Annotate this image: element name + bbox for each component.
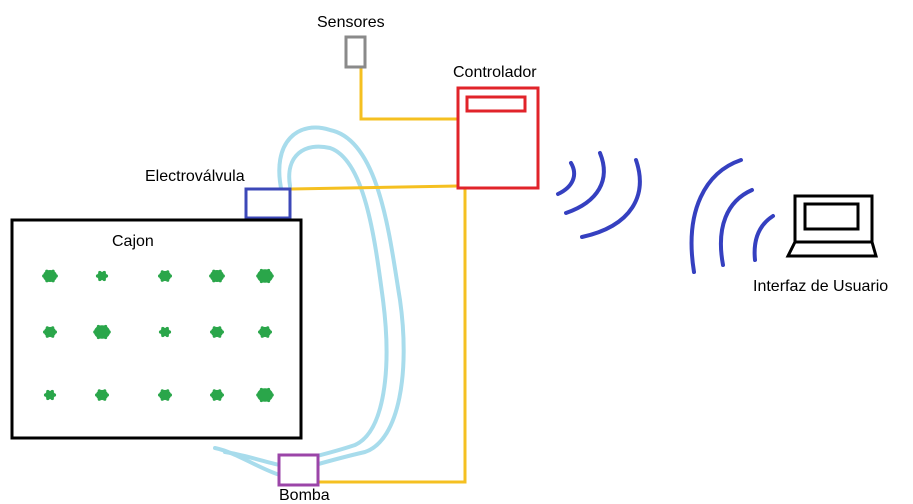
pump-icon xyxy=(277,453,320,487)
plant-icon xyxy=(158,389,172,401)
pump-label: Bomba xyxy=(279,487,330,504)
plant-icon xyxy=(42,269,58,283)
plant-icon xyxy=(209,269,225,283)
wave-left-1 xyxy=(556,161,577,196)
plant-icon xyxy=(210,326,224,338)
plant-icon xyxy=(256,268,274,284)
plant-icon xyxy=(258,326,272,338)
laptop-icon xyxy=(785,194,878,258)
sensors-label: Sensores xyxy=(317,14,385,31)
plant-icon xyxy=(95,389,109,401)
laptop-base xyxy=(785,240,878,258)
plants-grid xyxy=(42,268,274,403)
box-label: Cajon xyxy=(112,233,154,250)
wave-right-2 xyxy=(718,188,754,267)
controller-icon xyxy=(456,86,540,190)
pump-wire xyxy=(318,188,467,484)
plant-icon xyxy=(210,389,224,401)
wave-left-3 xyxy=(580,158,642,239)
plant-icon xyxy=(43,326,58,338)
valve-label: Electroválvula xyxy=(145,168,245,185)
wave-right-3 xyxy=(752,214,775,262)
wave-right-1 xyxy=(689,158,743,274)
sensor-wire xyxy=(359,68,458,121)
plant-icon xyxy=(158,326,172,338)
user-interface-label: Interfaz de Usuario xyxy=(753,278,888,295)
plant-icon xyxy=(93,324,111,340)
valve-icon xyxy=(244,187,292,220)
box-outline xyxy=(10,218,303,440)
signal-wires xyxy=(290,68,467,484)
controller-label: Controlador xyxy=(453,64,537,81)
sensor-icon xyxy=(344,35,367,69)
plant-icon xyxy=(158,270,172,282)
valve-wire xyxy=(290,184,459,191)
controller-display xyxy=(465,95,527,113)
plant-icon xyxy=(43,389,57,401)
plant-icon xyxy=(95,270,109,282)
wireless-signal-icon xyxy=(556,151,775,274)
laptop-screen-inner xyxy=(803,202,860,231)
wave-left-2 xyxy=(564,151,606,215)
plant-icon xyxy=(256,387,274,403)
